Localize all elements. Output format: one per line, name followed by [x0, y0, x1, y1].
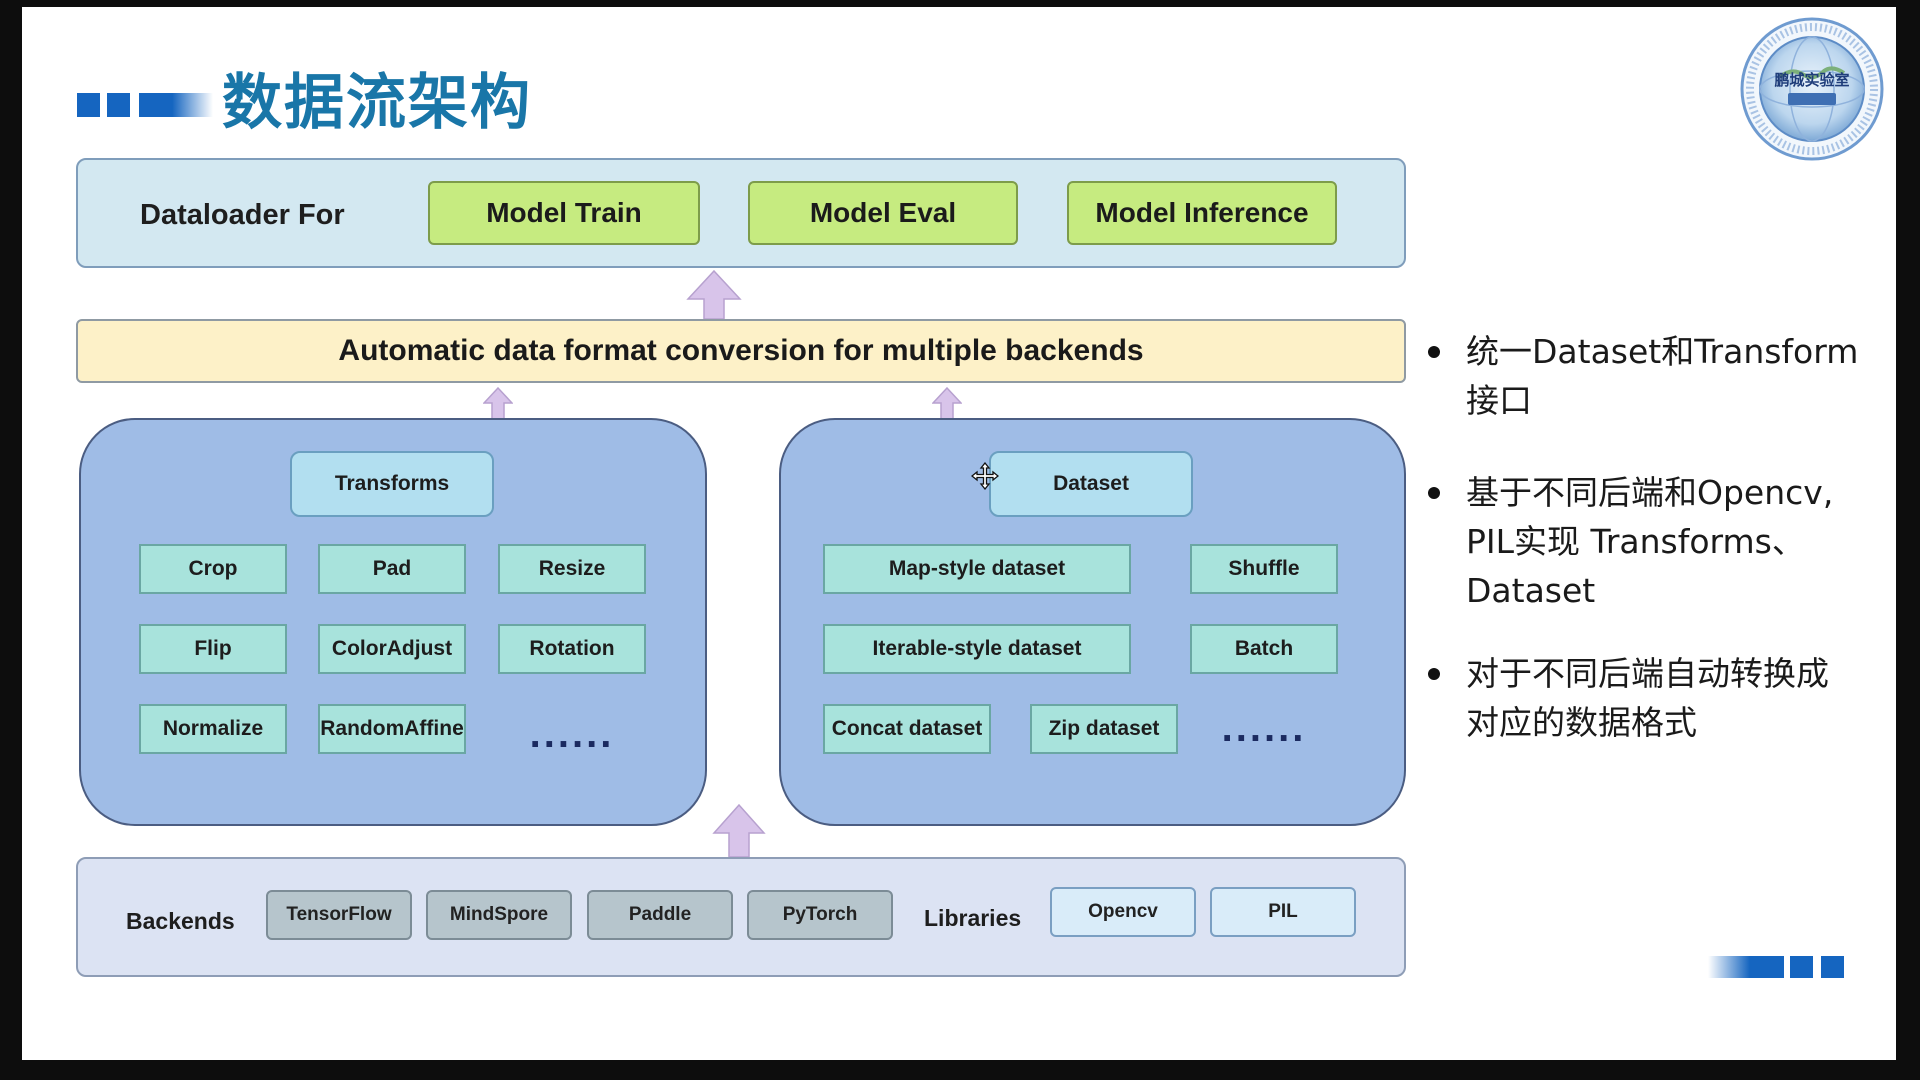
page-title: 数据流架构 [222, 68, 532, 138]
transforms-more-ellipsis: ...... [529, 712, 615, 756]
bullet-3: 对于不同后端自动转换成 对应的数据格式 [1466, 654, 1829, 742]
transform-crop: Crop [139, 544, 287, 594]
backend-pytorch: PyTorch [747, 890, 893, 940]
bullet-2: 基于不同后端和Opencv, PIL实现 Transforms、 Dataset [1466, 473, 1834, 610]
library-opencv: Opencv [1050, 887, 1196, 937]
footer-decoration [1708, 956, 1844, 978]
backend-tensorflow: TensorFlow [266, 890, 412, 940]
dataset-iterable-style: Iterable-style dataset [823, 624, 1131, 674]
transform-pad: Pad [318, 544, 466, 594]
mode-model-eval: Model Eval [748, 181, 1018, 245]
bullet-1: 统一Dataset和Transform 接口 [1466, 332, 1859, 420]
title-decoration [77, 93, 213, 117]
arrow-up-icon [932, 387, 962, 419]
dataset-map-style: Map-style dataset [823, 544, 1131, 594]
transform-rotation: Rotation [498, 624, 646, 674]
mode-model-inference: Model Inference [1067, 181, 1337, 245]
backend-mindspore: MindSpore [426, 890, 572, 940]
slide: 数据流架构 鹏城实验室 Dataloader For Model Train M… [22, 7, 1896, 1060]
transforms-header: Transforms [290, 451, 494, 517]
libraries-label: Libraries [924, 905, 1022, 931]
dataloader-label: Dataloader For [140, 199, 345, 231]
institution-seal-logo: 鹏城实验室 [1740, 17, 1884, 161]
backends-label: Backends [126, 908, 235, 934]
dataset-shuffle: Shuffle [1190, 544, 1338, 594]
dataset-batch: Batch [1190, 624, 1338, 674]
svg-text:鹏城实验室: 鹏城实验室 [1774, 71, 1849, 89]
move-cursor-icon [971, 462, 999, 490]
mode-model-train: Model Train [428, 181, 700, 245]
conversion-bar: Automatic data format conversion for mul… [76, 319, 1406, 383]
arrow-up-icon [686, 269, 742, 319]
dataset-zip: Zip dataset [1030, 704, 1178, 754]
arrow-up-icon [483, 387, 513, 419]
library-pil: PIL [1210, 887, 1356, 937]
bullet-dot [1428, 487, 1440, 499]
transform-coloradjust: ColorAdjust [318, 624, 466, 674]
dataset-header: Dataset [989, 451, 1193, 517]
dataset-more-ellipsis: ...... [1221, 706, 1307, 750]
transform-normalize: Normalize [139, 704, 287, 754]
backend-paddle: Paddle [587, 890, 733, 940]
transform-flip: Flip [139, 624, 287, 674]
bullet-dot [1428, 668, 1440, 680]
bullet-dot [1428, 346, 1440, 358]
dataset-concat: Concat dataset [823, 704, 991, 754]
transform-randomaffine: RandomAffine [318, 704, 466, 754]
arrow-up-icon [712, 803, 766, 857]
transform-resize: Resize [498, 544, 646, 594]
